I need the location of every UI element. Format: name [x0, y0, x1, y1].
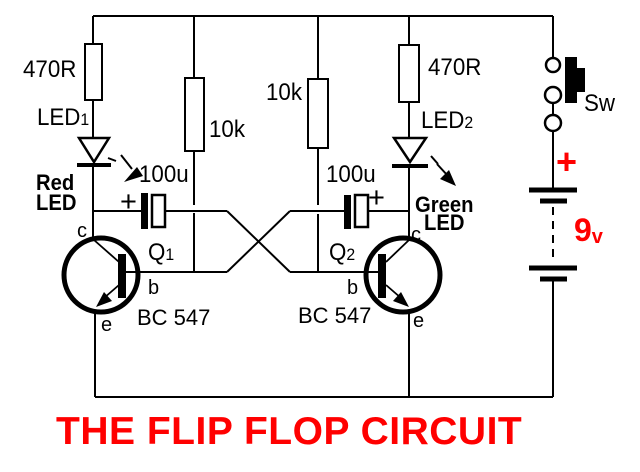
- cap2-plate-solid: [344, 195, 351, 229]
- q1-ref-label: Q1: [148, 241, 174, 265]
- led2-ref-label: LED2: [421, 109, 473, 133]
- q2-ref-label: Q2: [329, 241, 355, 265]
- battery-voltage-label: 9v: [574, 214, 603, 247]
- cap2-polarity-label: +: [368, 182, 385, 214]
- switch-button-icon: [565, 57, 577, 103]
- resistor-470r-right-label: 470R: [428, 54, 482, 81]
- led1-ray-line: [120, 154, 133, 170]
- switch-button-nub: [577, 68, 585, 92]
- switch-contact-top: [544, 56, 562, 74]
- led1-ref-sub: 1: [80, 110, 90, 129]
- led1-ray-arrowhead-icon: [124, 167, 143, 182]
- led2-triangle-icon: [391, 136, 429, 165]
- switch-contact-middle: [543, 85, 563, 105]
- battery-voltage-unit: v: [591, 226, 603, 248]
- led1-color-line2: LED: [36, 190, 77, 215]
- resistor-10k-right-label: 10k: [266, 79, 302, 106]
- q2-base-pin-label: b: [347, 277, 359, 299]
- led1-ray-dash: [107, 157, 117, 162]
- cap1-polarity-label: +: [120, 186, 137, 218]
- resistor-470r-right: [398, 44, 420, 103]
- cap1-plate-hollow: [150, 193, 167, 229]
- resistor-10k-left: [184, 77, 205, 152]
- q2-emitter-pin-label: e: [413, 310, 425, 332]
- cap1-value-label: 100u: [139, 161, 189, 188]
- switch-contact-bottom: [543, 113, 563, 133]
- q2-ref-sub: 2: [346, 245, 356, 264]
- q2-collector-pin-label: c: [411, 224, 421, 246]
- led2-ray-arrowhead-icon: [440, 170, 456, 186]
- q2-part-label: BC 547: [298, 303, 372, 328]
- resistor-470r-left-label: 470R: [23, 56, 77, 83]
- resistor-10k-right: [307, 78, 329, 149]
- q1-emitter-arrow-icon: [96, 292, 112, 307]
- transistor-q1-circle: [61, 235, 141, 315]
- resistor-470r-left: [84, 43, 103, 101]
- transistor-q2-circle: [363, 235, 443, 315]
- led2-ref-text: LED: [421, 107, 465, 134]
- led1-triangle-icon: [76, 136, 112, 165]
- q1-collector-pin-label: c: [77, 220, 87, 242]
- led2-ref-sub: 2: [464, 113, 474, 132]
- q1-ref-sub: 1: [165, 245, 175, 264]
- led1-ref-label: LED1: [37, 106, 89, 130]
- q1-emitter-pin-label: e: [101, 314, 113, 336]
- q2-ref-text: Q: [329, 239, 347, 266]
- q2-emitter-arrow-icon: [393, 292, 409, 307]
- resistor-10k-left-label: 10k: [209, 116, 245, 143]
- page-title: THE FLIP FLOP CIRCUIT: [56, 410, 523, 453]
- battery-polarity-label: +: [556, 141, 578, 182]
- q1-ref-text: Q: [148, 239, 166, 266]
- battery-voltage-value: 9: [574, 212, 592, 248]
- q1-base-bar: [118, 254, 126, 298]
- cross-wire-q1-base-to-cap2: [226, 210, 291, 273]
- q1-base-pin-label: b: [148, 277, 160, 299]
- cap2-value-label: 100u: [326, 161, 376, 188]
- cap1-plate-solid: [141, 193, 148, 229]
- led2-ray-dash: [430, 155, 439, 165]
- q2-collector-lead: [385, 239, 410, 263]
- led1-color-line1: Red: [36, 170, 75, 195]
- led2-color-line2: LED: [424, 210, 465, 235]
- led1-ref-text: LED: [37, 104, 81, 131]
- led2-color-line1: Green: [415, 192, 474, 217]
- q1-collector-lead: [93, 239, 120, 263]
- switch-label: Sw: [584, 90, 616, 117]
- q2-base-bar: [378, 254, 386, 298]
- cap2-plate-hollow: [353, 193, 370, 229]
- q1-part-label: BC 547: [137, 305, 211, 330]
